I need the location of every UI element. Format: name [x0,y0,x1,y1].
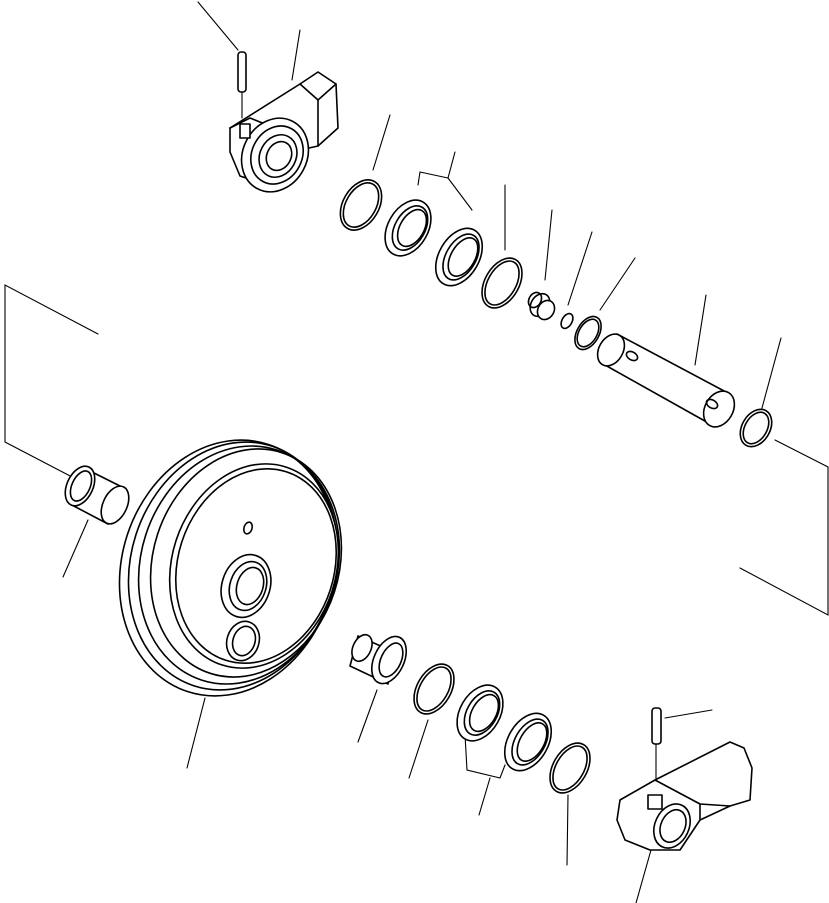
o-ring-icon [549,742,591,794]
support-bracket-icon [616,741,753,851]
o-ring-icon [739,408,773,448]
assembly-frame-lines [4,284,829,616]
o-ring-icon [339,179,383,231]
floating-seal-icon [503,712,553,772]
plug-icon [527,291,556,321]
roll-pin-icon [237,51,247,119]
bushing-icon [349,633,408,685]
bushing-icon [64,465,130,525]
o-ring-icon [413,663,455,715]
leader-lines [62,1,782,903]
support-bracket-icon [229,71,339,193]
idler-wheel-icon [118,439,343,697]
o-ring-icon [574,315,602,351]
floating-seal-icon [434,227,484,287]
floating-seal-icon [384,199,432,257]
ring-icon [560,312,574,330]
floating-seal-icon [456,684,504,742]
o-ring-icon [481,257,523,309]
shaft-icon [596,333,736,428]
